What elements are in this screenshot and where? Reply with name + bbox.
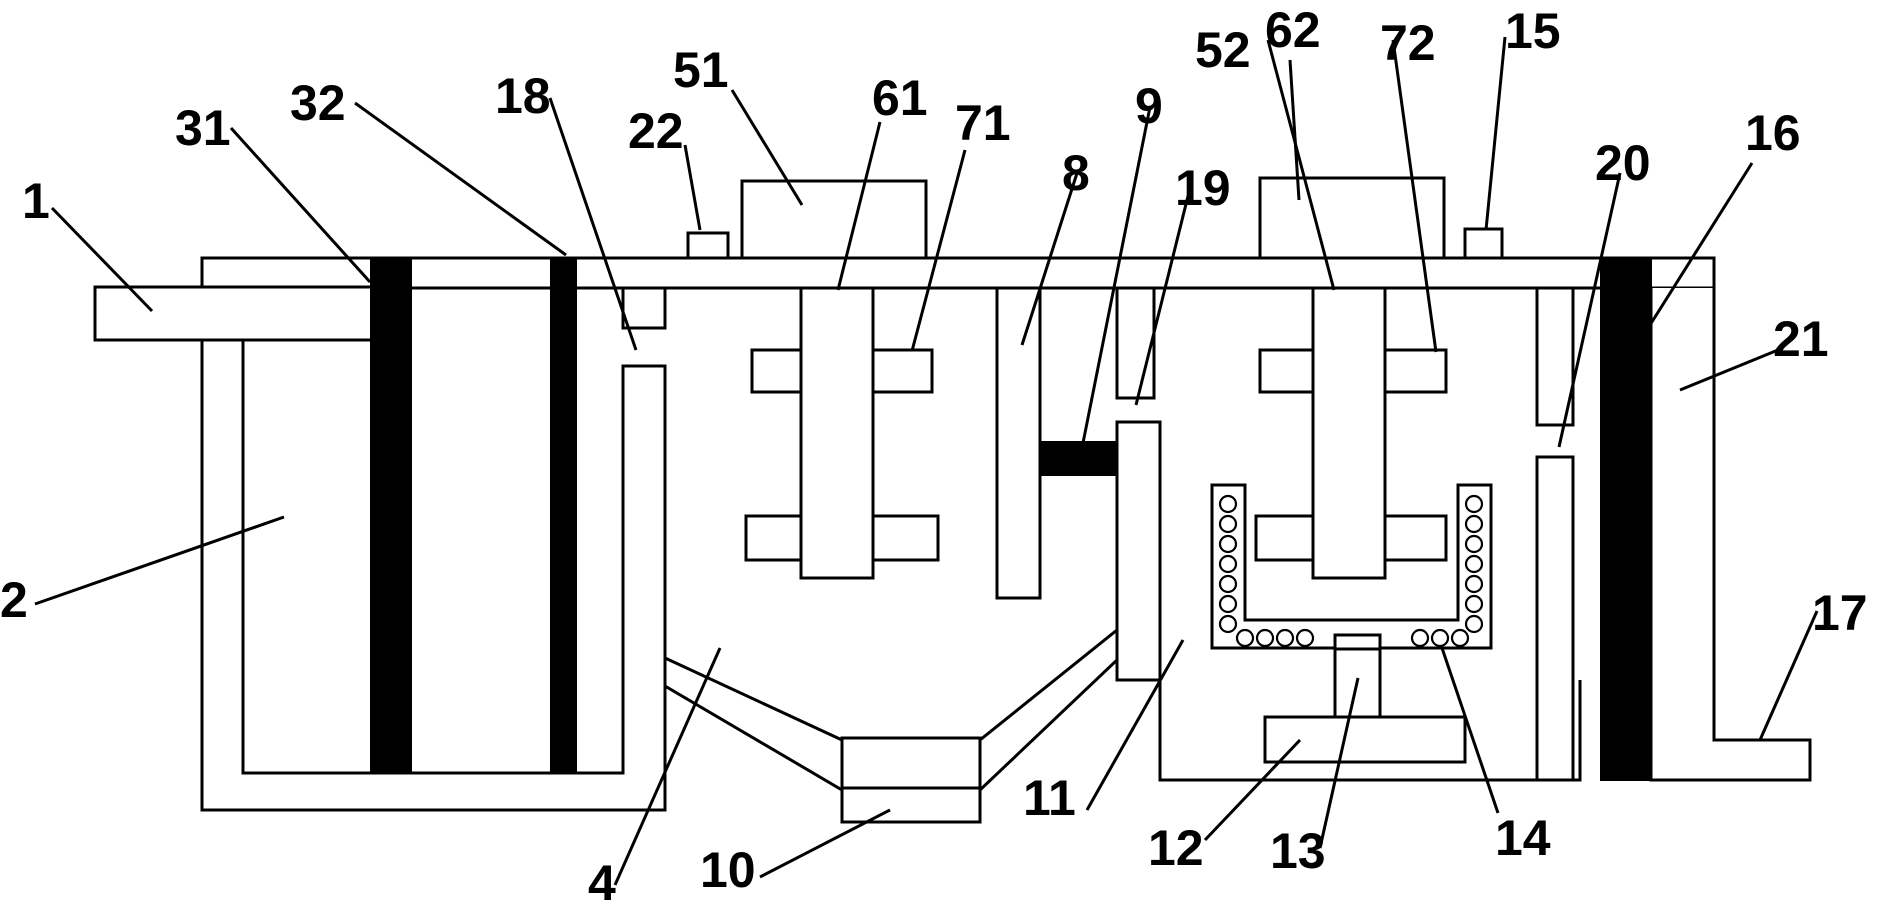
motor-51 <box>740 179 928 260</box>
partition-20-lower <box>1535 455 1575 782</box>
baffle-8 <box>995 286 1042 600</box>
label-20: 20 <box>1595 135 1651 191</box>
label-1: 1 <box>22 173 50 229</box>
hopper-wall-right <box>978 626 1119 794</box>
connector-9 <box>1039 441 1116 476</box>
label-51: 51 <box>673 42 729 98</box>
label-8: 8 <box>1062 145 1090 201</box>
heating-coil-left-tubes <box>1218 494 1238 634</box>
label-16: 16 <box>1745 105 1801 161</box>
label-11: 11 <box>1023 770 1076 826</box>
paddle-71-upper-left <box>750 348 803 394</box>
support-plate <box>1333 633 1382 651</box>
top-cover-plate <box>200 256 1716 290</box>
label-72: 72 <box>1380 15 1436 71</box>
baffle-plate-32 <box>550 257 577 774</box>
paddle-72-lower-left <box>1254 514 1315 562</box>
label-15: 15 <box>1505 3 1561 59</box>
label-14: 14 <box>1495 810 1551 866</box>
hopper-wall-left <box>663 655 844 793</box>
stirring-shaft-61 <box>799 286 875 580</box>
left-tank-wall <box>200 338 667 812</box>
paddle-72-upper-right <box>1383 348 1448 394</box>
label-62: 62 <box>1265 2 1321 58</box>
label-52: 52 <box>1195 22 1251 78</box>
leader-lines <box>34 36 1819 886</box>
label-21: 21 <box>1773 311 1829 367</box>
label-2: 2 <box>0 572 28 628</box>
inlet-pipe <box>93 285 377 342</box>
paddle-72-upper-left <box>1258 348 1315 394</box>
partition-18 <box>621 286 667 330</box>
base-plate-12 <box>1263 715 1467 764</box>
label-32: 32 <box>290 75 346 131</box>
label-9: 9 <box>1135 78 1163 134</box>
right-chamber-wall <box>1649 288 1812 782</box>
partition-20-upper <box>1535 286 1575 427</box>
label-17: 17 <box>1812 585 1868 641</box>
label-71: 71 <box>955 95 1011 151</box>
label-61: 61 <box>872 70 928 126</box>
label-18: 18 <box>495 68 551 124</box>
label-12: 12 <box>1148 820 1204 876</box>
outlet-valve-lower <box>840 786 982 824</box>
label-22: 22 <box>628 103 684 159</box>
paddle-72-lower-right <box>1383 514 1448 562</box>
baffle-plate-31 <box>370 257 412 774</box>
outlet-valve-upper <box>840 736 982 790</box>
stirring-shaft-62 <box>1311 286 1387 580</box>
heating-coil-bottom-tubes <box>1235 628 1470 648</box>
paddle-71-upper-right <box>871 348 934 394</box>
paddle-71-lower-right <box>871 514 940 562</box>
label-19: 19 <box>1175 160 1231 216</box>
paddle-71-lower-left <box>744 514 803 562</box>
switch-15 <box>1463 227 1504 260</box>
switch-22 <box>686 231 730 260</box>
wall-11 <box>1115 420 1162 682</box>
partition-19 <box>1115 286 1156 400</box>
label-31: 31 <box>175 100 231 156</box>
label-13: 13 <box>1270 823 1326 879</box>
filter-plate-16 <box>1600 257 1652 781</box>
heating-coil-right-tubes <box>1464 494 1484 634</box>
label-10: 10 <box>700 842 756 898</box>
label-4: 4 <box>588 855 616 907</box>
